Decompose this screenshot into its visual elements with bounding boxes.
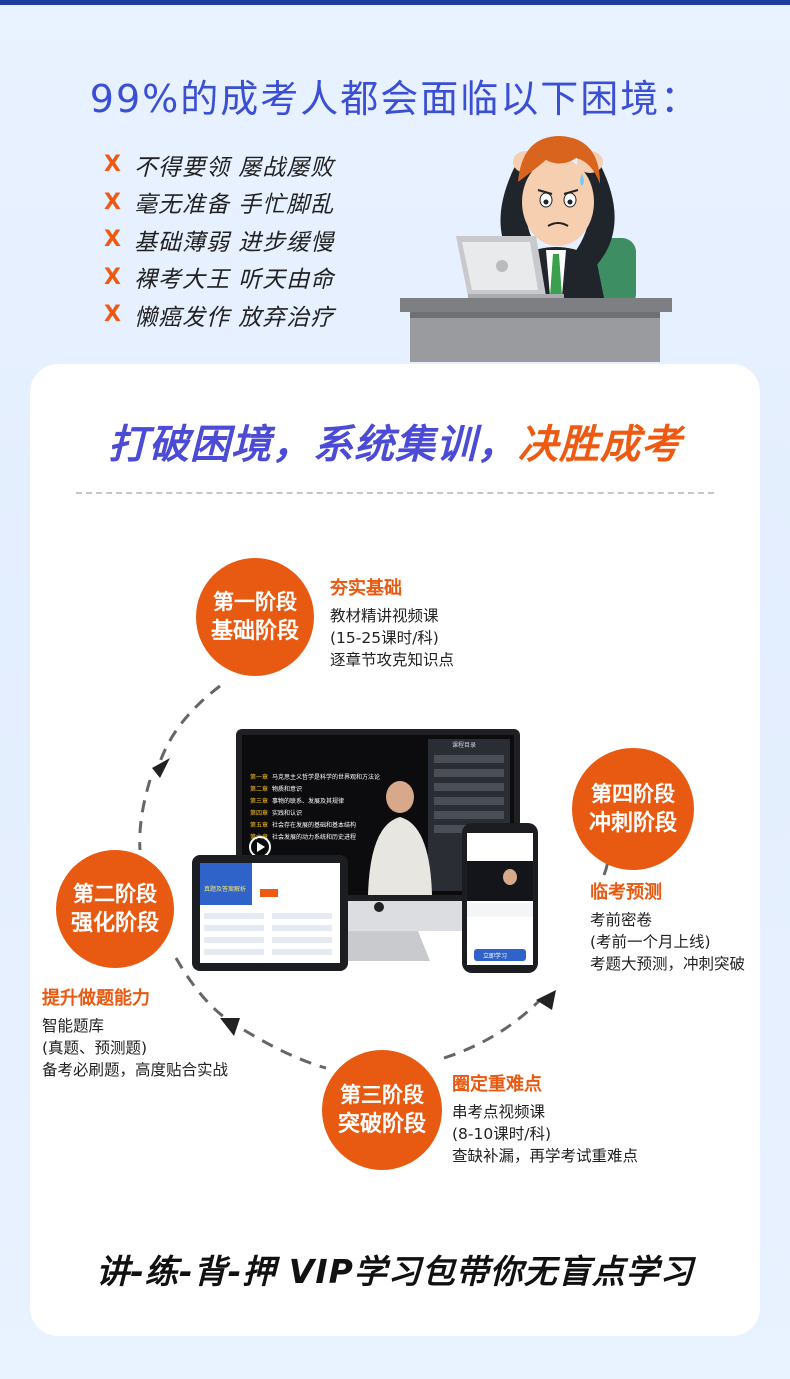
- cross-icon: X: [104, 189, 121, 215]
- stage-2-title: 提升做题能力: [42, 988, 150, 1009]
- stage-1-detail: (15-25课时/科): [330, 629, 439, 647]
- stage-1-number: 第一阶段: [213, 590, 297, 614]
- stage-1-detail: 逐章节攻克知识点: [330, 651, 455, 669]
- problem-text: 基础薄弱 进步缓慢: [134, 229, 335, 256]
- stage-3-detail: 串考点视频课: [452, 1103, 546, 1121]
- divider: [76, 492, 714, 494]
- stage-3-info: 圈定重难点 串考点视频课 (8-10课时/科) 查缺补漏，再学考试重难点: [452, 1070, 638, 1167]
- problem-text: 懒癌发作 放弃治疗: [134, 304, 335, 331]
- stage-4-info: 临考预测 考前密卷 (考前一个月上线) 考题大预测，冲刺突破: [590, 878, 745, 975]
- stage-1-detail: 教材精讲视频课: [330, 607, 439, 625]
- stage-3-title: 圈定重难点: [452, 1074, 542, 1095]
- stage-3-detail: (8-10课时/科): [452, 1125, 551, 1143]
- device-mockups: 第一章 马克思主义哲学是科学的世界观和方法论 第二章 物质和意识 第三章 事物的…: [192, 729, 538, 973]
- stage-3-detail: 查缺补漏，再学考试重难点: [452, 1147, 639, 1165]
- problem-item: X 毫无准备 手忙脚乱: [104, 184, 334, 222]
- stage-2-circle: 第二阶段 强化阶段: [56, 850, 174, 968]
- problem-text: 裸考大王 听天由命: [134, 267, 335, 294]
- stage-4-circle: 第四阶段 冲刺阶段: [572, 748, 694, 870]
- stage-1-info: 夯实基础 教材精讲视频课 (15-25课时/科) 逐章节攻克知识点: [330, 574, 454, 671]
- chapter-text: 社会发展的动力系统和历史进程: [272, 833, 356, 841]
- stage-4-number: 第四阶段: [591, 782, 675, 806]
- problem-list: X 不得要领 屡战屡败 X 毫无准备 手忙脚乱 X 基础薄弱 进步缓慢 X 裸考…: [104, 146, 334, 334]
- problem-item: X 不得要领 屡战屡败: [104, 146, 334, 184]
- tablet-banner: 真题及答案解析: [204, 885, 246, 893]
- stage-4-title: 临考预测: [590, 882, 662, 903]
- cross-icon: X: [104, 152, 121, 178]
- stressed-worker-illustration: [400, 136, 672, 362]
- slogan: 打破困境，系统集训，决胜成考: [0, 412, 790, 470]
- stage-1-title: 夯实基础: [330, 578, 402, 599]
- chapter-text: 事物的联系、发展及其规律: [272, 797, 344, 805]
- chapter-text: 社会存在发展的基础和基本结构: [272, 821, 356, 829]
- footer-slogan: 讲-练-背-押 VIP学习包带你无盲点学习: [96, 1252, 694, 1291]
- chapter-num: 第二章: [250, 785, 268, 793]
- stage-2-detail: 智能题库: [42, 1017, 105, 1035]
- cross-icon: X: [104, 264, 121, 290]
- slogan-part-1: 打破困境，系统集训，: [108, 422, 518, 468]
- top-bar: [0, 0, 790, 5]
- chapter-num: 第五章: [250, 821, 268, 829]
- panel-title: 课程目录: [452, 741, 476, 749]
- stage-4-detail: (考前一个月上线): [590, 933, 711, 951]
- stage-4-detail: 考题大预测，冲刺突破: [590, 955, 746, 973]
- chapter-text: 马克思主义哲学是科学的世界观和方法论: [272, 773, 380, 781]
- problem-text: 毫无准备 手忙脚乱: [134, 192, 335, 219]
- stage-4-detail: 考前密卷: [590, 911, 653, 929]
- stage-3-number: 第三阶段: [340, 1083, 424, 1107]
- stage-1-name: 基础阶段: [210, 619, 299, 644]
- stage-3-circle: 第三阶段 突破阶段: [322, 1050, 442, 1170]
- cross-icon: X: [104, 302, 121, 328]
- phone-button: 立即学习: [483, 952, 507, 960]
- chapter-num: 第一章: [250, 773, 268, 781]
- problem-text: 不得要领 屡战屡败: [134, 154, 335, 181]
- problem-item: X 基础薄弱 进步缓慢: [104, 221, 334, 259]
- chapter-num: 第三章: [250, 797, 268, 805]
- chapter-num: 第四章: [250, 809, 268, 817]
- stage-2-detail: (真题、预测题): [42, 1039, 148, 1057]
- slogan-part-2: 决胜成考: [518, 422, 682, 468]
- problem-item: X 裸考大王 听天由命: [104, 259, 334, 297]
- chapter-text: 实践和认识: [272, 809, 302, 817]
- page-headline: 99%的成考人都会面临以下困境：: [89, 77, 701, 121]
- problem-item: X 懒癌发作 放弃治疗: [104, 296, 334, 334]
- stage-2-detail: 备考必刷题，高度贴合实战: [42, 1061, 229, 1079]
- stage-4-name: 冲刺阶段: [588, 811, 677, 836]
- stage-2-info: 提升做题能力 智能题库 (真题、预测题) 备考必刷题，高度贴合实战: [42, 984, 228, 1081]
- chapter-text: 物质和意识: [272, 785, 302, 793]
- stage-3-name: 突破阶段: [337, 1112, 426, 1137]
- stage-2-number: 第二阶段: [73, 882, 157, 906]
- cross-icon: X: [104, 227, 121, 253]
- stage-2-name: 强化阶段: [70, 911, 159, 936]
- stage-1-circle: 第一阶段 基础阶段: [196, 558, 314, 676]
